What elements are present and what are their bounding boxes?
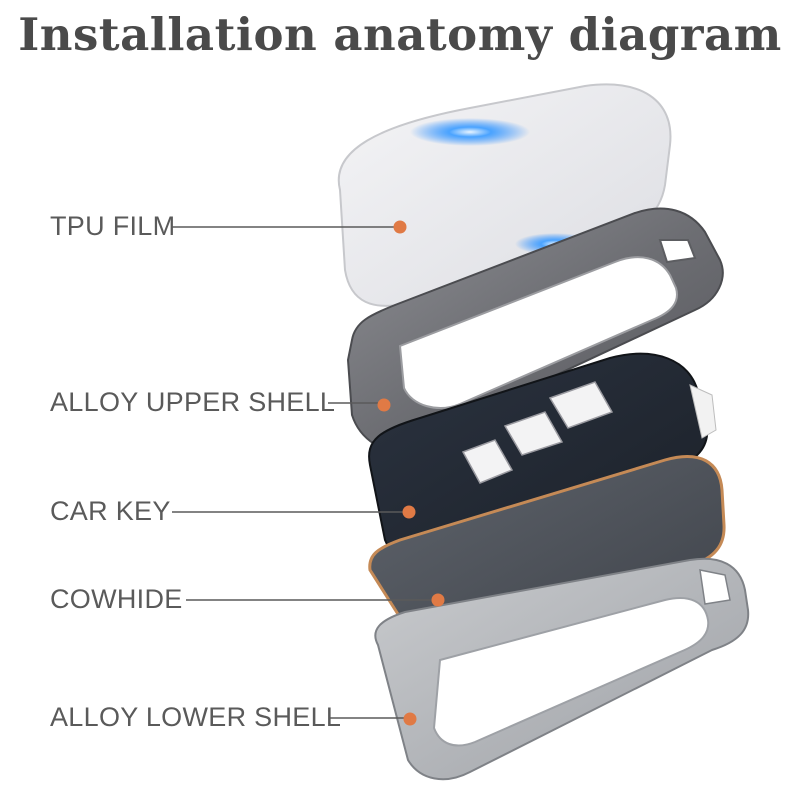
label-tpu-film: TPU FILM xyxy=(50,211,176,241)
label-cowhide: COWHIDE xyxy=(50,584,183,614)
marker-dot-cowhide xyxy=(431,593,445,607)
alloy-lower-shell-part xyxy=(374,557,750,781)
marker-dot-alloy-upper-shell xyxy=(377,398,391,412)
marker-dots xyxy=(377,220,445,726)
car-key-part xyxy=(368,352,717,568)
label-alloy-lower-shell: ALLOY LOWER SHELL xyxy=(50,702,342,732)
marker-dot-car-key xyxy=(402,505,416,519)
alloy-upper-shell-part xyxy=(346,207,724,452)
leader-lines xyxy=(172,226,436,719)
label-alloy-upper-shell: ALLOY UPPER SHELL xyxy=(50,387,336,417)
marker-dot-tpu-film xyxy=(393,220,407,234)
diagram-title: Installation anatomy diagram xyxy=(18,8,782,61)
label-car-key: CAR KEY xyxy=(50,496,171,526)
blue-glow-top xyxy=(410,118,530,146)
marker-dot-alloy-lower-shell xyxy=(403,712,417,726)
tpu-film-part xyxy=(337,83,672,307)
